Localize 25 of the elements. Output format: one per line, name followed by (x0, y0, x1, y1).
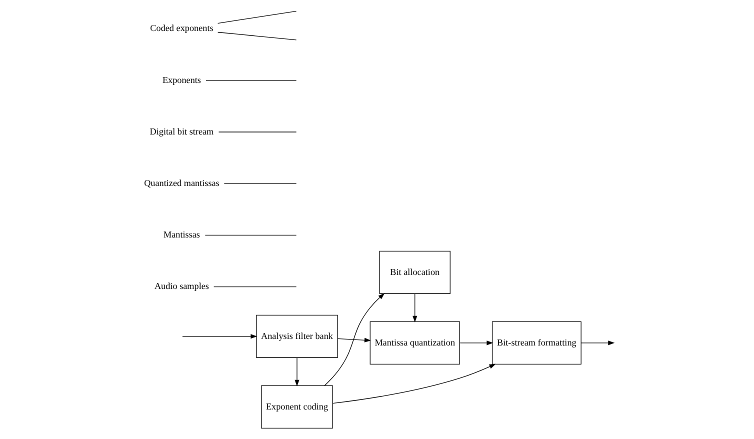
connector (204, 234, 297, 236)
connector (224, 183, 297, 184)
node-text: Digital bit stream (150, 126, 214, 136)
node-text: Audio samples (154, 281, 209, 292)
arrow (324, 293, 385, 386)
arrow (294, 357, 300, 386)
arrow (580, 340, 615, 346)
node-text: Mantissas (163, 230, 200, 240)
arrow (459, 340, 494, 346)
node-text: Quantized mantissas (144, 178, 220, 188)
arrow (412, 293, 418, 322)
connector (218, 32, 297, 40)
arrow (332, 364, 496, 404)
node-box: Analysis filter bank (256, 314, 338, 358)
node-box: Exponent coding (261, 385, 333, 428)
arrow (337, 338, 372, 342)
node-text: Exponents (162, 74, 201, 85)
node-box: Bit allocation (379, 250, 450, 294)
connector (218, 10, 297, 24)
node-box: Mantissa quantization (370, 321, 460, 364)
connector (206, 80, 297, 81)
node-box: Bit-stream formatting (492, 321, 582, 364)
connector (214, 286, 297, 288)
node-text: Coded exponents (150, 23, 214, 34)
arrow (182, 334, 258, 339)
